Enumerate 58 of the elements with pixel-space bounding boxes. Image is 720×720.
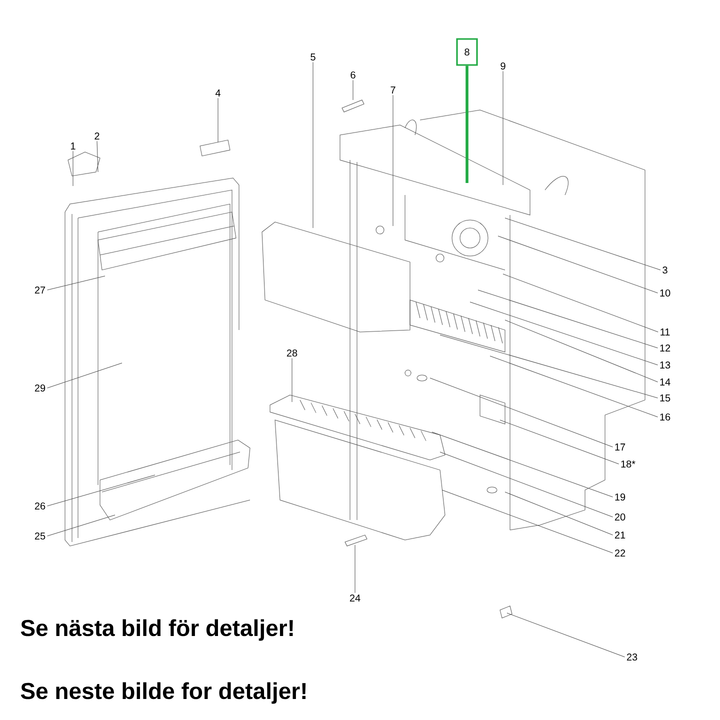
callout-number: 24 [350, 594, 360, 602]
callout-number: 18* [621, 460, 636, 468]
leader-line [47, 514, 116, 536]
leader-line [47, 276, 106, 290]
leader-line [352, 80, 354, 100]
callout-number: 29 [34, 384, 46, 392]
leader-line [72, 150, 74, 186]
leader-line [500, 420, 620, 464]
leader-line [502, 274, 658, 332]
callout-number: 22 [614, 550, 626, 556]
leader-line [440, 334, 658, 398]
callout-number: 27 [34, 286, 46, 294]
callout-number: 8 [456, 38, 478, 66]
callout-number: 10 [660, 289, 670, 297]
callout-number: 7 [390, 86, 396, 94]
note-text: Se neste bilde for detaljer! [20, 682, 306, 704]
leader-line [466, 66, 468, 183]
callout-number: 1 [71, 142, 76, 150]
leader-line [354, 544, 356, 594]
callout-number: 17 [615, 444, 626, 450]
callout-number: 20 [614, 513, 626, 521]
leader-line [506, 612, 625, 658]
callout-number: 3 [662, 266, 668, 274]
leader-line [47, 362, 122, 388]
leader-line [502, 71, 504, 186]
callout-number: 14 [660, 378, 670, 386]
leader-line [440, 452, 613, 518]
callout-number: 11 [660, 328, 670, 336]
leader-line [504, 320, 658, 382]
leader-line [312, 62, 314, 228]
callout-number: 5 [310, 54, 316, 60]
callout-number: 23 [626, 653, 638, 661]
callout-number: 13 [660, 361, 670, 369]
callout-number: 25 [34, 532, 46, 540]
callout-number: 26 [34, 502, 46, 510]
leader-line [504, 492, 613, 536]
leader-line [498, 236, 658, 294]
callout-number: 21 [614, 532, 626, 538]
callout-number: 4 [215, 90, 220, 96]
callout-number: 28 [286, 349, 298, 357]
leader-line [442, 490, 613, 554]
leader-line [432, 432, 613, 498]
callout-number: 9 [500, 62, 506, 70]
callout-number: 15 [660, 394, 670, 402]
leader-line [430, 378, 613, 448]
note-text: Se nästa bild för detaljer! [20, 619, 293, 641]
leader-line [490, 356, 658, 418]
leader-line [47, 474, 156, 506]
callout-number: 2 [94, 132, 100, 140]
leader-line [96, 140, 98, 172]
callout-number: 16 [660, 413, 670, 421]
callout-number: 6 [350, 71, 356, 79]
leader-line [392, 94, 394, 226]
callout-number: 19 [615, 493, 626, 501]
leader-line [478, 290, 658, 348]
leader-line [504, 218, 661, 270]
callout-number: 12 [660, 344, 670, 352]
leader-line [470, 302, 658, 366]
